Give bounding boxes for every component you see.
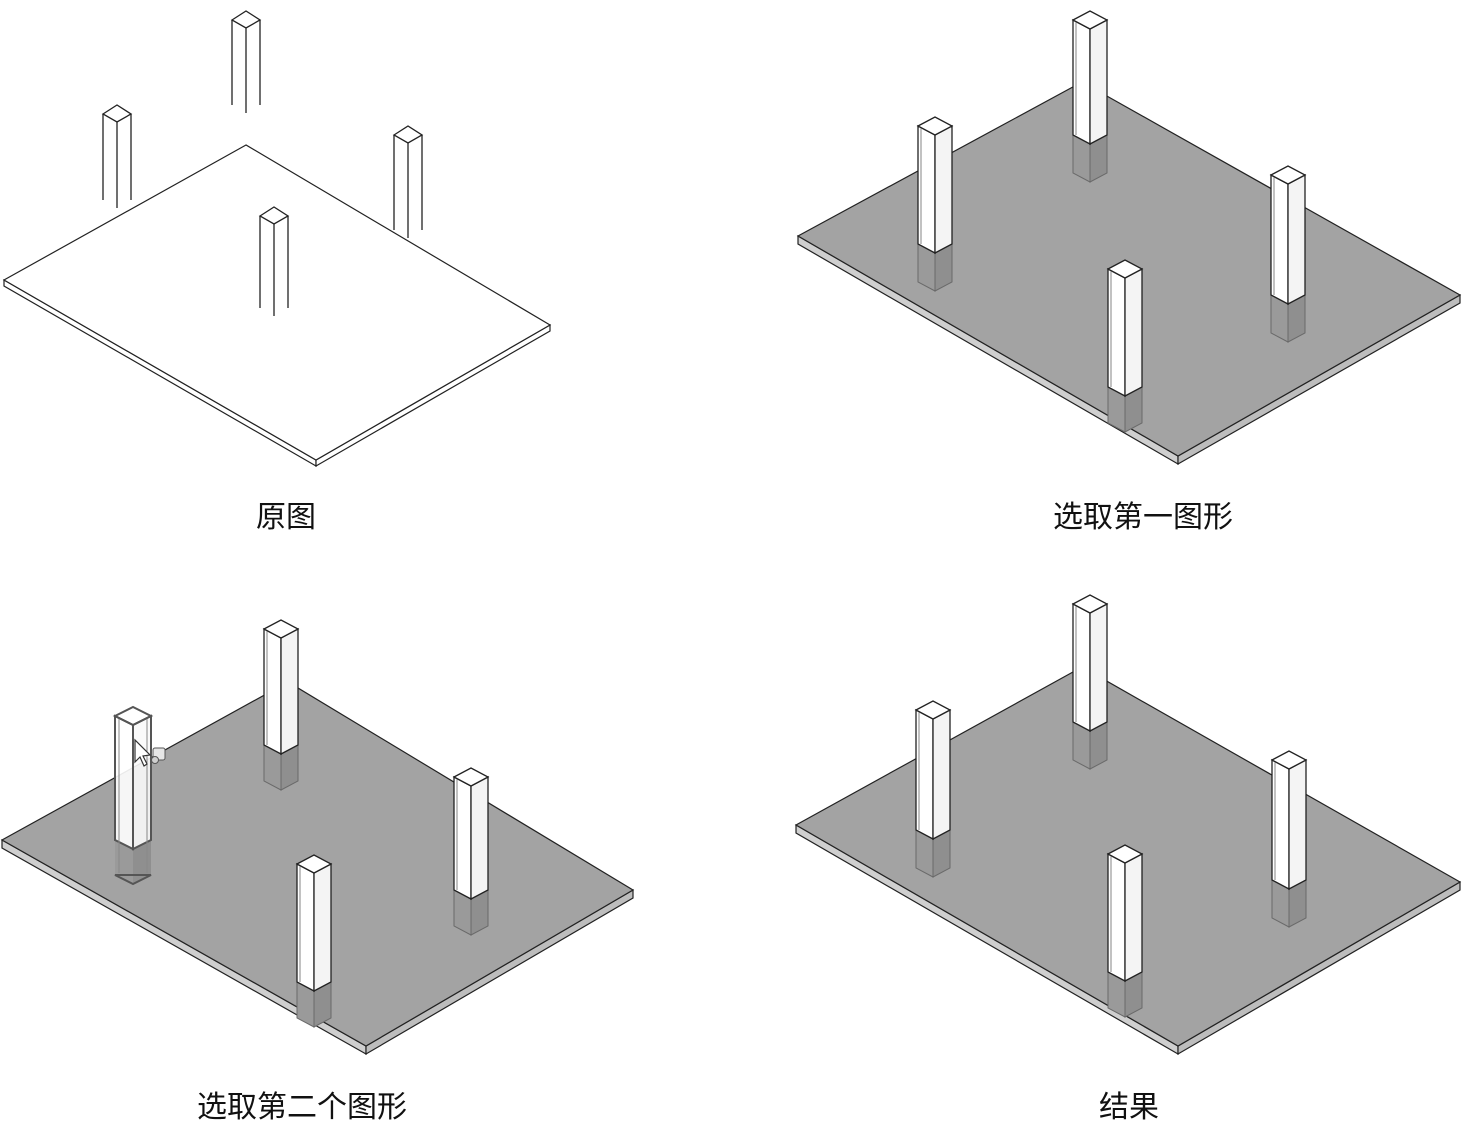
column-cap: [262, 619, 300, 639]
column-cap: [112, 705, 154, 727]
column-cap: [1106, 259, 1144, 279]
column-left-face: [263, 627, 282, 756]
column-left-face: [1270, 173, 1289, 306]
column-right-face: [132, 714, 152, 851]
column-wire: [392, 125, 424, 238]
column-right-face: [932, 708, 951, 841]
column-cap: [452, 767, 490, 787]
column-right-face: [470, 775, 489, 901]
column-wire: [258, 206, 290, 316]
column-base-outline: [114, 874, 152, 886]
column-right-face: [280, 627, 299, 756]
column-left-face: [1107, 267, 1126, 398]
column-right-face: [1089, 18, 1108, 146]
column: [1071, 10, 1109, 183]
column-left-face: [915, 708, 934, 841]
panel-original: [2, 10, 552, 468]
column-cap: [295, 854, 333, 874]
column: [1071, 594, 1109, 770]
column-cap: [914, 700, 952, 720]
column: [1270, 750, 1308, 928]
column-right-face: [1124, 267, 1143, 398]
column-cap: [1071, 10, 1109, 30]
column-cap: [1270, 750, 1308, 770]
column: [914, 700, 952, 878]
badge-dot: [151, 756, 159, 764]
column-cap: [392, 125, 424, 144]
column-left-face: [453, 775, 472, 901]
column-wire: [101, 104, 133, 208]
column: [295, 854, 333, 1028]
column-right-face: [1288, 758, 1307, 891]
column: [452, 767, 490, 936]
panel-select-second-shape: [0, 619, 635, 1056]
column-left-face: [1072, 18, 1091, 146]
cursor-arrow-shape: [134, 738, 152, 767]
column-cap: [1106, 844, 1144, 864]
caption-original: 原图: [256, 500, 316, 535]
slab-top-face: [2, 144, 552, 461]
caption-select-first: 选取第一图形: [1053, 500, 1233, 535]
caption-result: 结果: [1099, 1090, 1159, 1125]
column-right-face: [1287, 173, 1306, 306]
column-left-face: [917, 124, 936, 255]
column-cap: [101, 104, 133, 123]
select-badge-icon: [151, 747, 166, 764]
column: [1106, 844, 1144, 1018]
column: [1106, 259, 1144, 433]
selected-column: [112, 705, 154, 886]
column-left-face: [296, 862, 315, 993]
column: [916, 116, 954, 292]
column-cap: [258, 206, 290, 225]
column: [262, 619, 300, 791]
column-left-face: [1107, 852, 1126, 983]
panel-result: [794, 594, 1462, 1056]
column-left-face: [1271, 758, 1290, 891]
panel-select-first-shape: [796, 10, 1462, 466]
column-right-face: [934, 124, 953, 255]
column: [1269, 165, 1307, 343]
column-right-face: [1124, 852, 1143, 983]
column-cap: [916, 116, 954, 136]
column-left-face: [114, 714, 134, 851]
floor-slab: [2, 144, 552, 468]
caption-select-second: 选取第二个图形: [197, 1090, 407, 1125]
column-left-face: [1072, 602, 1091, 733]
column-cap: [230, 10, 262, 29]
column-right-face: [1089, 602, 1108, 733]
column-cap: [1269, 165, 1307, 185]
column-right-face: [313, 862, 332, 993]
cursor-arrow-icon: [134, 738, 152, 767]
column-wire: [230, 10, 262, 113]
column-cap: [1071, 594, 1109, 614]
